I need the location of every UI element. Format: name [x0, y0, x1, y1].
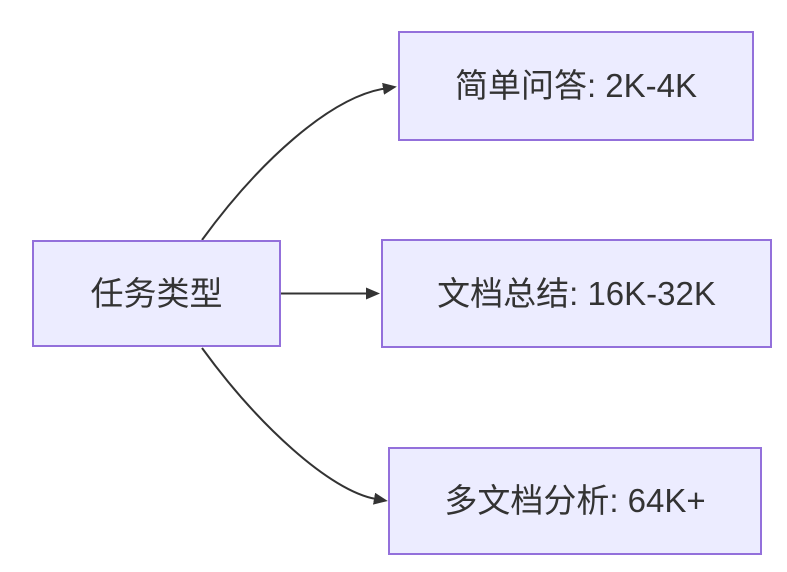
node-simple-qa: 简单问答: 2K-4K — [398, 31, 754, 141]
node-multi-doc-analysis: 多文档分析: 64K+ — [388, 447, 762, 555]
node-task-type: 任务类型 — [32, 240, 281, 347]
node-task-type-label: 任务类型 — [90, 274, 223, 312]
node-simple-qa-label: 简单问答: 2K-4K — [454, 67, 698, 105]
node-doc-summary-label: 文档总结: 16K-32K — [437, 274, 716, 312]
edge-root-to-multi-doc-analysis — [201, 347, 388, 505]
edge-root-to-simple-qa — [201, 82, 397, 241]
node-doc-summary: 文档总结: 16K-32K — [381, 239, 772, 348]
node-multi-doc-analysis-label: 多文档分析: 64K+ — [444, 482, 706, 520]
